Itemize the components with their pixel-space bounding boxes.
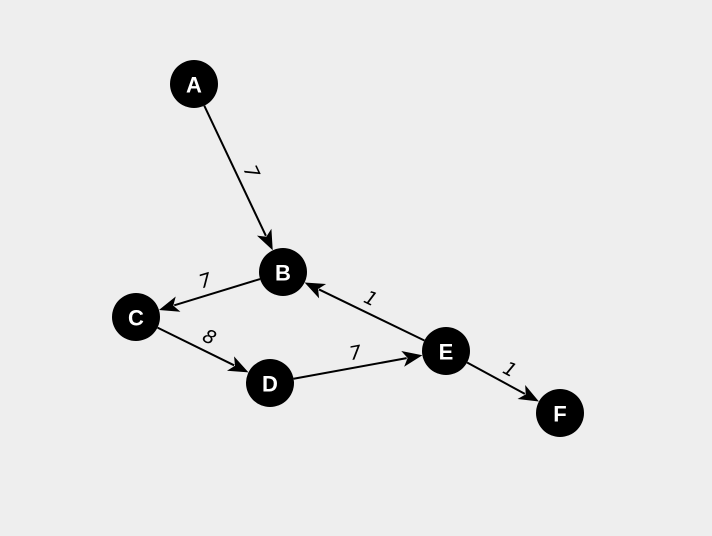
edge-weight-label: 8 bbox=[199, 325, 220, 350]
nodes-layer: A B C D E F bbox=[112, 60, 584, 437]
node-label: A bbox=[186, 73, 202, 98]
edge-line bbox=[173, 278, 261, 307]
arrowhead bbox=[256, 228, 273, 251]
node-d: D bbox=[246, 359, 294, 407]
node-circle bbox=[246, 359, 294, 407]
arrowhead bbox=[401, 351, 423, 367]
edge-e-b: 1 bbox=[304, 282, 425, 342]
node-a: A bbox=[170, 60, 218, 108]
arrowhead bbox=[226, 356, 249, 373]
edge-line bbox=[293, 357, 407, 380]
node-f: F bbox=[536, 389, 584, 437]
edge-line bbox=[318, 288, 425, 342]
arrowhead bbox=[158, 296, 181, 312]
edge-d-e: 7 bbox=[293, 341, 423, 380]
edge-line bbox=[157, 326, 235, 367]
node-label: F bbox=[553, 402, 566, 427]
node-label: B bbox=[275, 261, 291, 286]
node-label: E bbox=[439, 340, 454, 365]
node-circle bbox=[170, 60, 218, 108]
edge-c-d: 8 bbox=[157, 325, 249, 373]
arrowhead bbox=[304, 282, 327, 299]
node-e: E bbox=[422, 327, 470, 375]
edge-weight-label: 7 bbox=[196, 269, 214, 294]
edge-e-f: 1 bbox=[466, 357, 539, 402]
arrowhead bbox=[517, 384, 539, 402]
node-c: C bbox=[112, 293, 160, 341]
node-label: C bbox=[128, 306, 144, 331]
node-label: D bbox=[262, 372, 278, 397]
node-circle bbox=[112, 293, 160, 341]
edges-layer: 7 7 8 7 1 1 bbox=[157, 105, 539, 402]
edge-weight-label: 7 bbox=[239, 162, 264, 182]
edge-a-b: 7 bbox=[203, 105, 273, 251]
edge-weight-label: 1 bbox=[360, 286, 380, 311]
edge-b-c: 7 bbox=[158, 269, 261, 312]
edge-weight-label: 7 bbox=[348, 341, 364, 365]
edge-line bbox=[203, 105, 267, 237]
edge-line bbox=[466, 361, 526, 395]
node-circle bbox=[536, 389, 584, 437]
node-circle bbox=[259, 248, 307, 296]
node-b: B bbox=[259, 248, 307, 296]
node-circle bbox=[422, 327, 470, 375]
edge-weight-label: 1 bbox=[499, 357, 520, 382]
